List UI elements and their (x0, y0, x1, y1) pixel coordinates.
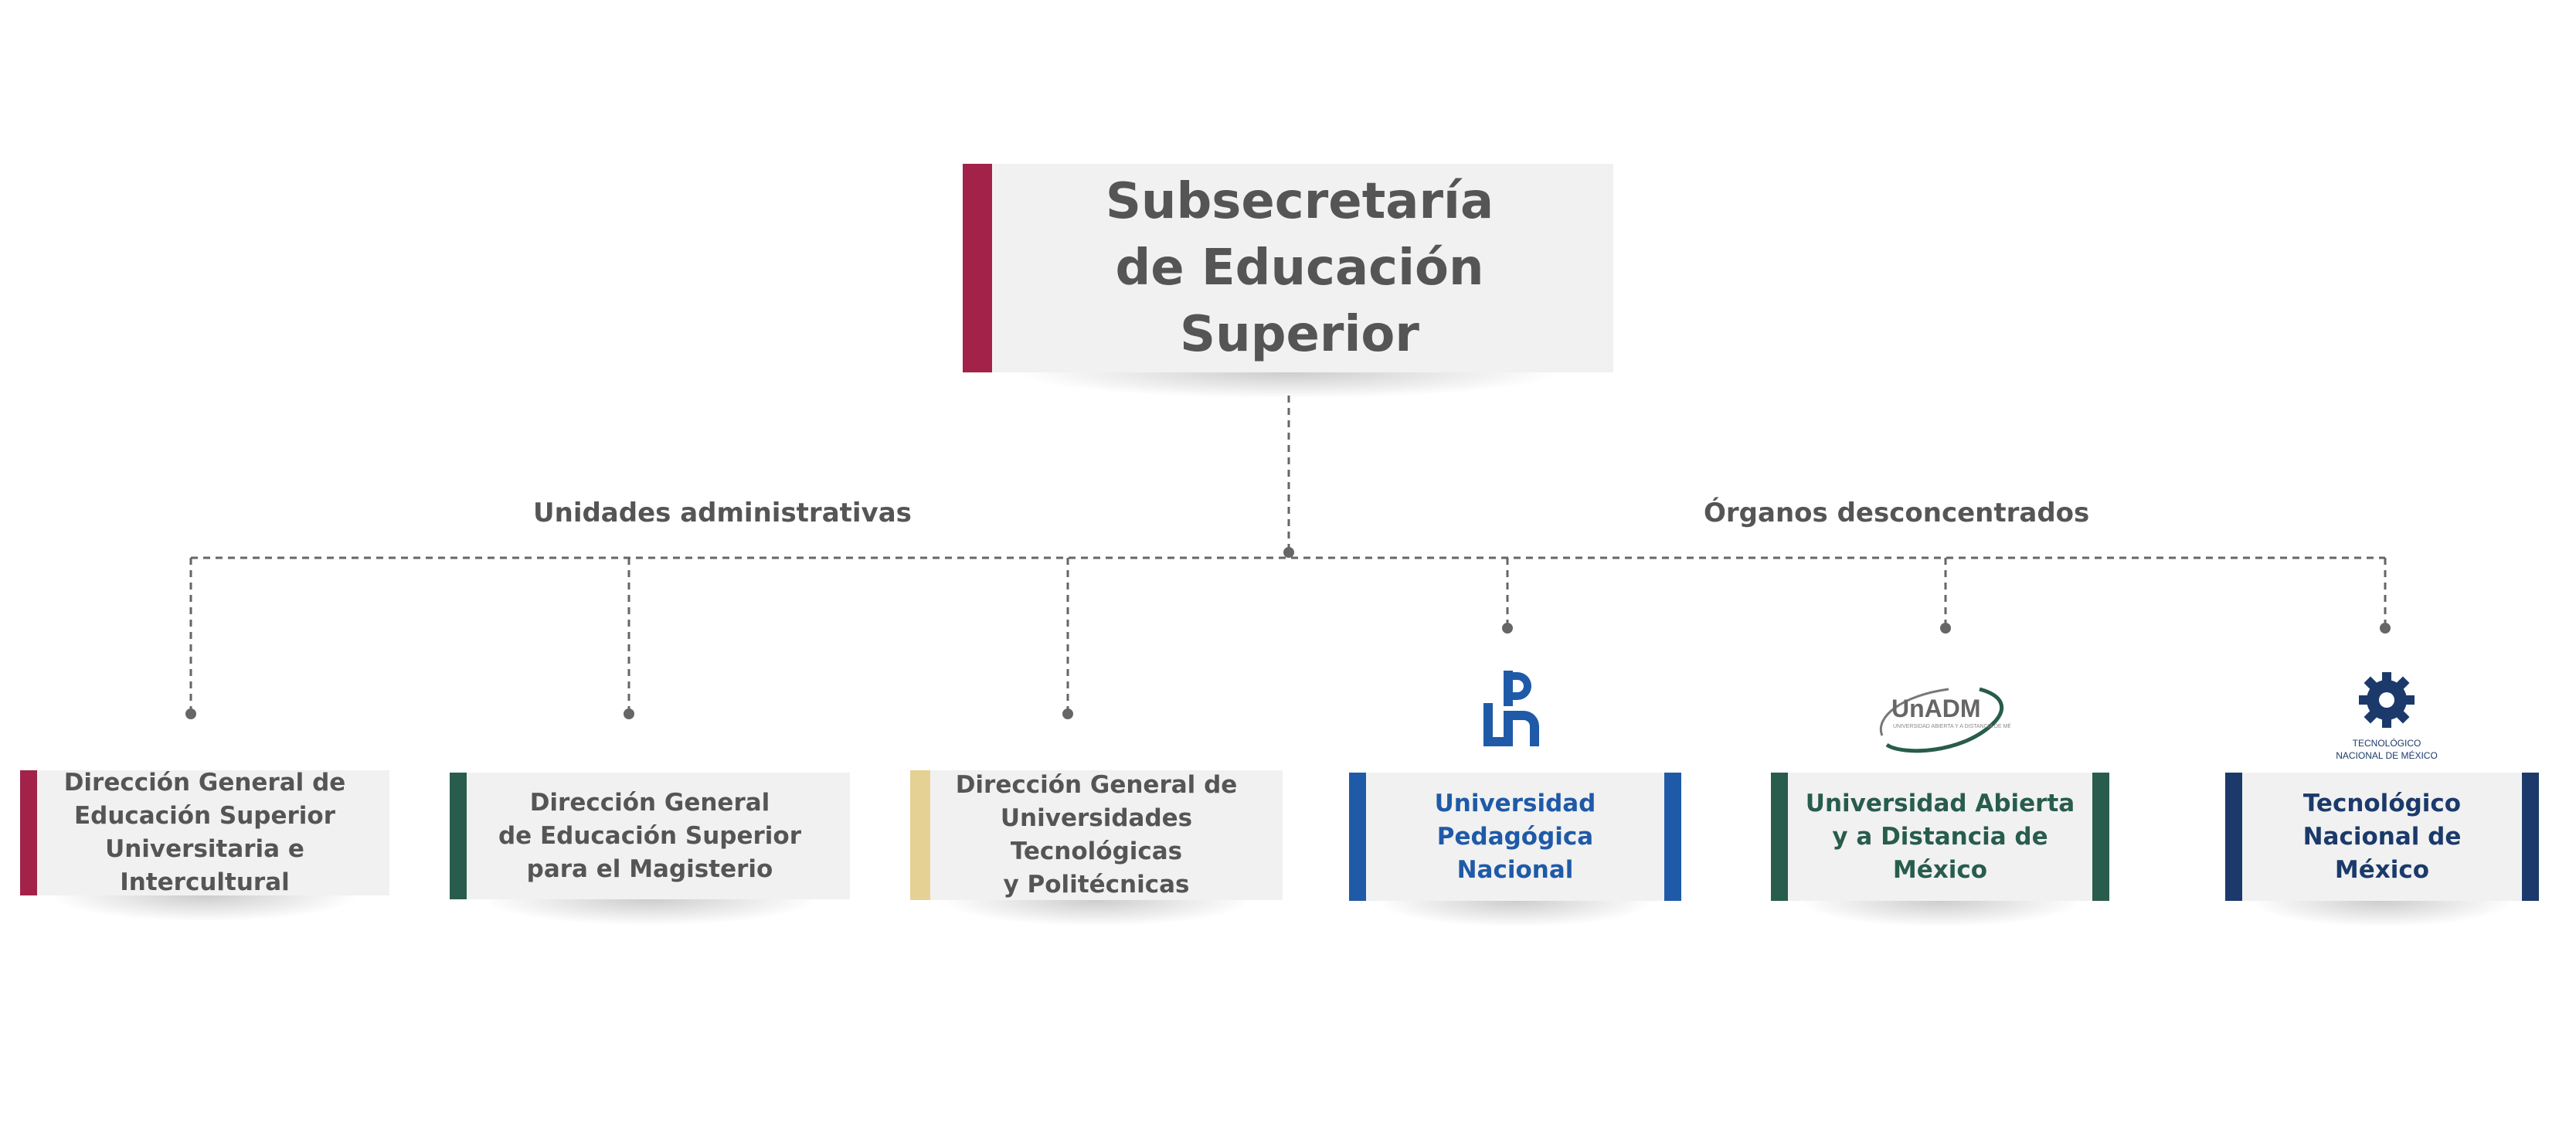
organ-accent-bar (1349, 773, 1366, 901)
title-box: Subsecretaría de Educación Superior (963, 164, 1613, 399)
svg-text:NACIONAL DE MÉXICO: NACIONAL DE MÉXICO (2336, 749, 2438, 761)
organ-box-tecnm: Tecnológico Nacional de México (2225, 773, 2539, 927)
svg-text:UNIVERSIDAD ABIERTA Y A DISTAN: UNIVERSIDAD ABIERTA Y A DISTANCIA DE MÉX… (1893, 722, 2010, 729)
organ-label-line: y a Distancia de México (1832, 822, 2048, 884)
organ-label-line: Nacional de México (2302, 822, 2462, 884)
unit-label-line: Universitaria e Intercultural (105, 835, 304, 896)
organ-label-line: Pedagógica Nacional (1436, 822, 1594, 884)
unit-accent-bar (20, 770, 37, 895)
unit-label-line: para el Magisterio (526, 855, 773, 883)
unit-label: Dirección General de Educación Superior … (467, 787, 832, 886)
unit-accent-bar (910, 770, 930, 900)
unadm-logo-icon: UnADM UNIVERSIDAD ABIERTA Y A DISTANCIA … (1871, 678, 2025, 759)
unit-label-line: Universidades Tecnológicas (1000, 804, 1193, 865)
connector-node-top (1283, 547, 1294, 558)
organ-label-line: Universidad Abierta (1805, 789, 2075, 817)
organ-accent-bar (1771, 773, 1788, 901)
unit-box-dgesui: Dirección General de Educación Superior … (20, 769, 389, 922)
unit-label-line: Dirección General de (63, 769, 346, 797)
tecnm-logo-icon: TECNOLÓGICO NACIONAL DE MÉXICO (2335, 666, 2438, 765)
organ-accent-bar (2225, 773, 2242, 901)
unit-label-line: Educación Superior (73, 802, 335, 830)
svg-text:TECNOLÓGICO: TECNOLÓGICO (2353, 737, 2421, 749)
connector-node-organ-2 (1940, 623, 1951, 634)
upn-logo-icon (1476, 669, 1547, 749)
title-accent-bar (963, 164, 992, 372)
unit-label: Dirección General de Universidades Tecno… (910, 769, 1283, 902)
unit-label-line: de Educación Superior (498, 821, 801, 850)
section-label-organos: Órganos desconcentrados (1704, 498, 2090, 528)
organ-box-upn: Universidad Pedagógica Nacional (1349, 773, 1681, 927)
connector-node-organ-3 (2380, 623, 2391, 634)
unit-label-line: Dirección General (529, 788, 770, 817)
unit-box-dgesum: Dirección General de Educación Superior … (450, 773, 850, 926)
organ-accent-bar (2092, 773, 2109, 901)
organ-box-unadm: Universidad Abierta y a Distancia de Méx… (1771, 773, 2109, 927)
svg-text:UnADM: UnADM (1891, 695, 1981, 722)
unit-label-line: Dirección General de (955, 771, 1238, 799)
organ-label: Tecnológico Nacional de México (2225, 787, 2539, 887)
connector-node-organ-1 (1502, 623, 1513, 634)
unit-box-dgutyp: Dirección General de Universidades Tecno… (910, 769, 1283, 926)
unit-label-line: y Politécnicas (1003, 871, 1190, 899)
organ-accent-bar (1664, 773, 1681, 901)
page-title: Subsecretaría de Educación Superior (1105, 173, 1494, 363)
organ-label: Universidad Pedagógica Nacional (1349, 787, 1681, 887)
unit-label: Dirección General de Educación Superior … (20, 766, 389, 899)
connector-node-unit-3 (1062, 708, 1073, 719)
organ-label-line: Universidad (1434, 789, 1596, 817)
connector-node-unit-2 (624, 708, 634, 719)
section-label-unidades: Unidades administrativas (533, 498, 912, 528)
organ-label: Universidad Abierta y a Distancia de Méx… (1771, 787, 2109, 887)
organ-label-line: Tecnológico (2302, 789, 2462, 817)
organ-accent-bar (2522, 773, 2539, 901)
unit-accent-bar (450, 773, 467, 899)
connector-node-unit-1 (185, 708, 196, 719)
